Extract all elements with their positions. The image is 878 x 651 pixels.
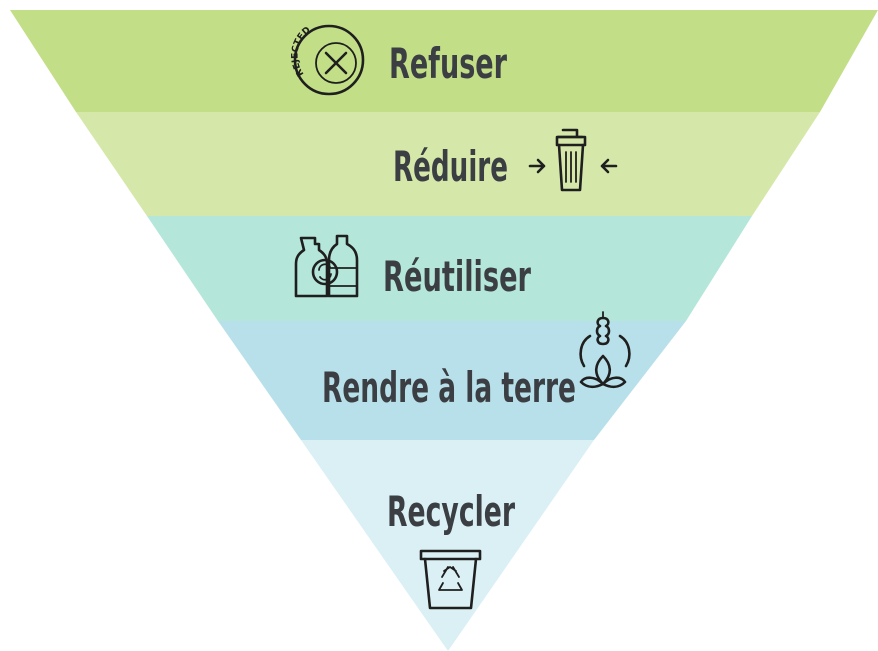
level-refuser-band <box>10 10 878 112</box>
level-reduire-label: Réduire <box>393 142 508 191</box>
compress-trash-can-icon <box>528 128 618 192</box>
level-recycler-label: Recycler <box>387 487 515 536</box>
level-rendre-label: Rendre à la terre <box>322 363 576 412</box>
level-refuser-label: Refuser <box>389 39 507 88</box>
reusable-bottles-icon <box>294 234 359 298</box>
level-recycler-band <box>301 440 594 651</box>
recycling-bin-icon <box>419 549 482 610</box>
level-rendre-band <box>218 321 686 440</box>
compost-cycle-icon <box>579 311 631 389</box>
level-reduire-band <box>76 112 820 216</box>
level-reutiliser-label: Réutiliser <box>383 252 531 301</box>
